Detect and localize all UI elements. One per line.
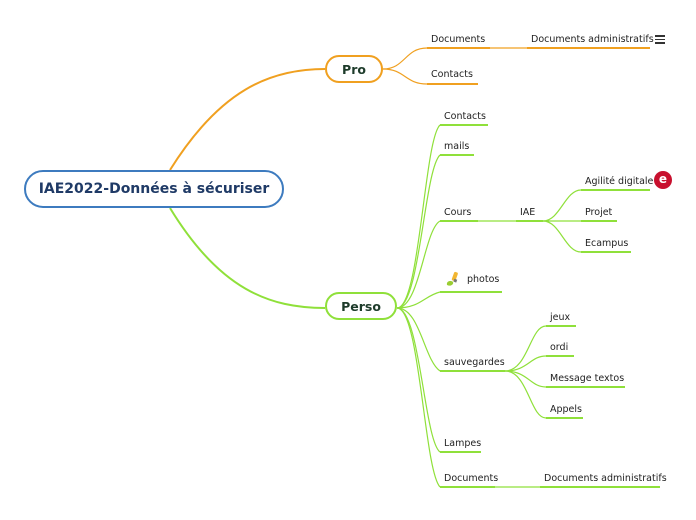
pro-documents[interactable]: Documents [431,34,486,45]
topic-pro[interactable]: Pro [325,55,383,83]
perso-iae[interactable]: IAE [520,207,536,218]
link-perso-photos [396,291,441,309]
pro-contacts[interactable]: Contacts [431,69,473,80]
link-root-pro [169,68,326,171]
perso-photos[interactable]: photos [467,274,500,285]
menu-icon[interactable] [655,35,665,44]
perso-ordi[interactable]: ordi [550,342,569,353]
link-sauv-ordi [504,355,547,372]
perso-message-textos[interactable]: Message textos [550,373,625,384]
topic-perso[interactable]: Perso [325,292,397,320]
link-pro-contacts [382,68,428,85]
root-node[interactable]: IAE2022-Données à sécuriser [24,170,284,208]
link-sauv-jeux [504,325,547,372]
link-iae-ecampus [542,220,582,253]
pro-documents-admin[interactable]: Documents administratifs [531,34,654,45]
perso-documents-admin[interactable]: Documents administratifs [544,473,667,484]
brush-icon [446,271,458,286]
link-iae-agilite [542,189,582,222]
perso-jeux[interactable]: jeux [550,312,571,323]
link-perso-cours [396,220,441,309]
perso-projet[interactable]: Projet [585,207,613,218]
link-perso-contacts [396,124,441,309]
perso-sauvegardes[interactable]: sauvegardes [444,357,505,368]
perso-lampes[interactable]: Lampes [444,438,482,449]
link-perso-documents [396,307,441,488]
perso-agilite-digitale[interactable]: Agilité digitale [585,176,654,187]
perso-documents[interactable]: Documents [444,473,499,484]
link-pro-documents [382,47,428,70]
link-sauv-message [504,370,547,388]
perso-mails[interactable]: mails [444,141,470,152]
perso-cours[interactable]: Cours [444,207,472,218]
link-sauv-appels [504,370,547,419]
link-root-perso [169,207,326,309]
perso-contacts[interactable]: Contacts [444,111,486,122]
perso-ecampus[interactable]: Ecampus [585,238,629,249]
link-perso-mails [396,154,441,309]
perso-appels[interactable]: Appels [550,404,582,415]
link-perso-sauvegardes [396,307,441,372]
evernote-icon[interactable]: e [654,171,672,189]
